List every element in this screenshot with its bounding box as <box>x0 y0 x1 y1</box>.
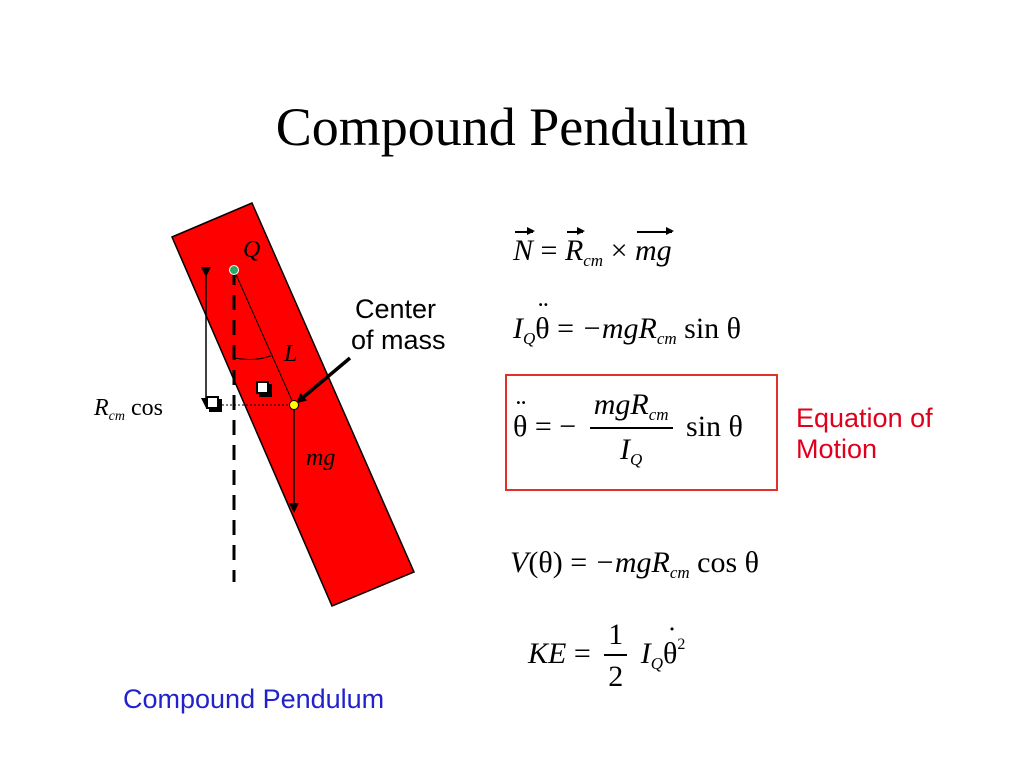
center-of-mass-pointer <box>296 356 352 404</box>
equation-of-motion-line1: Equation of <box>796 403 933 433</box>
potential-rhs: −mgR <box>594 546 670 579</box>
q-subscript: Q <box>629 450 643 469</box>
motion-fraction: mgRcm IQ <box>589 390 673 469</box>
page-title: Compound Pendulum <box>275 97 749 157</box>
equals-sign: = <box>540 234 558 267</box>
equation-of-motion-line2: Motion <box>796 434 878 465</box>
numerator-text: mgR <box>593 388 649 421</box>
rcm-symbol: R <box>94 395 109 421</box>
length-label: L <box>284 341 298 367</box>
potential-equation: V(θ) = −mgRcm cos θ <box>510 546 760 582</box>
potential-symbol: V <box>510 546 529 579</box>
theta-dot: θ <box>663 623 677 669</box>
angle-arc <box>233 354 274 360</box>
equals-sign: = <box>573 636 591 670</box>
denominator-text: I <box>619 433 630 466</box>
theta-glyph-icon <box>256 381 272 397</box>
half-fraction: 1 2 <box>604 618 628 692</box>
equals-sign: = <box>557 312 575 345</box>
position-vector: R <box>564 227 586 267</box>
fraction-denominator: 2 <box>604 654 628 692</box>
fraction-numerator: mgRcm <box>590 390 673 427</box>
cosine-term: cos θ <box>697 546 760 579</box>
fraction-numerator: 1 <box>608 618 624 651</box>
weight-label: mg <box>306 445 336 471</box>
torque-equation: N = Rcm × mg <box>513 227 674 270</box>
squared-exponent: 2 <box>677 635 686 653</box>
cm-subscript: cm <box>648 405 669 424</box>
weight-vector: mg <box>635 227 674 267</box>
cm-subscript: cm <box>583 251 604 270</box>
torque-symbol: N <box>513 227 536 267</box>
inertia-symbol: I <box>513 312 523 345</box>
kinetic-energy-symbol: KE <box>528 636 567 670</box>
rcm-subscript: cm <box>108 409 125 424</box>
center-of-mass-line1: Center <box>355 294 437 324</box>
theta-double-dot: θ <box>535 298 549 344</box>
cm-subscript: cm <box>669 563 690 582</box>
center-of-mass-label: Center of mass <box>351 294 446 356</box>
diagram-caption: Compound Pendulum <box>123 684 385 714</box>
theta-glyph-icon <box>206 396 222 412</box>
equation-of-motion-label: Equation of Motion <box>796 403 933 465</box>
cm-subscript: cm <box>656 329 677 348</box>
rcm-cos-label: Rcm cos <box>94 396 163 424</box>
center-of-mass-line2: of mass <box>351 325 446 356</box>
center-of-mass-point <box>289 400 299 410</box>
motion-equation: θ = − mgRcm IQ sin θ <box>513 390 743 469</box>
kinetic-energy-equation: KE = 1 2 IQθ2 <box>528 620 685 692</box>
fraction-denominator: IQ <box>589 427 673 469</box>
pivot-point <box>229 265 239 275</box>
equation-of-motion-box <box>505 374 778 491</box>
q-subscript: Q <box>523 329 536 348</box>
potential-argument: (θ) <box>528 546 563 579</box>
moment-equation: IQθ = −mgRcm sin θ <box>513 298 742 348</box>
moment-rhs: −mgR <box>581 312 657 345</box>
theta-double-dot: θ <box>513 396 527 442</box>
equals-sign: = <box>570 546 588 579</box>
q-subscript: Q <box>650 653 664 673</box>
cos-text: cos <box>131 395 163 421</box>
sine-term: sin θ <box>684 312 742 345</box>
inertia-symbol: I <box>640 636 651 670</box>
pivot-label: Q <box>243 237 261 263</box>
sine-term: sin θ <box>686 409 743 443</box>
length-line <box>233 269 295 406</box>
equals-minus-sign: = − <box>534 409 577 443</box>
cross-product-sign: × <box>610 234 628 267</box>
